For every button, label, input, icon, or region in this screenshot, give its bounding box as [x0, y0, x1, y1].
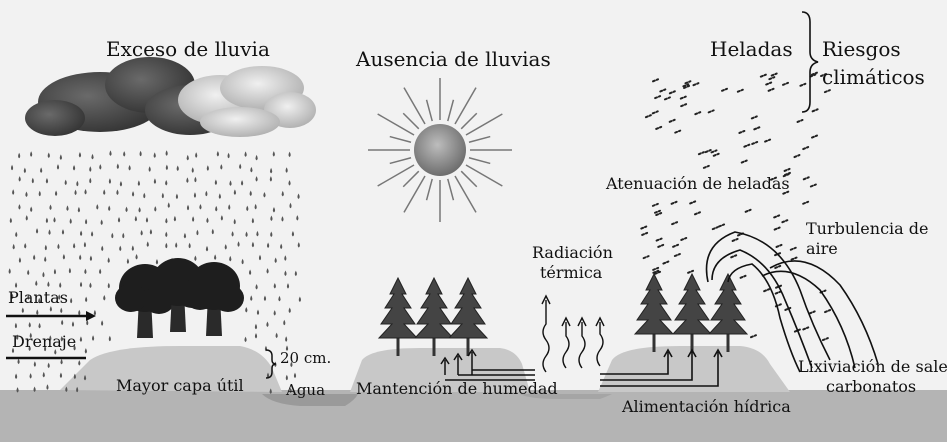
mound-left [60, 346, 282, 392]
water-pool-center [520, 394, 612, 399]
cloud-icon [25, 57, 316, 137]
depth-label: 20 cm. [280, 349, 332, 367]
pine-icon [671, 272, 713, 354]
mound-center [350, 348, 530, 392]
leaching-label-1: Lixiviación de sales [798, 357, 947, 376]
climate-risks-label-2: climáticos [822, 65, 925, 89]
drainage-label: Drenaje [12, 332, 77, 351]
leaching-label-2: carbonatos [826, 377, 917, 396]
moisture-arrows [440, 348, 535, 381]
radiation-arrows [541, 294, 605, 373]
depth-brace [265, 349, 277, 379]
pine-icon [413, 276, 455, 358]
turbulence-label-1: Turbulencia de [806, 219, 929, 238]
frost-attenuation-label: Atenuación de heladas [606, 174, 790, 193]
excess-rain-title: Exceso de lluvia [106, 37, 270, 61]
pine-icon [377, 276, 419, 358]
water-label: Agua [286, 381, 326, 399]
useful-layer-label: Mayor capa útil [116, 376, 244, 395]
radiation-label-2: térmica [540, 263, 603, 282]
climate-risks-brace [801, 11, 819, 113]
plants-label: Plantas [8, 288, 68, 307]
turbulence-curves [705, 231, 879, 373]
pine-icon [707, 272, 749, 354]
turbulence-label-2: aire [806, 239, 838, 258]
frost-title: Heladas [710, 37, 793, 61]
pine-icon [633, 272, 675, 354]
no-rain-title: Ausencia de lluvias [356, 47, 551, 71]
climate-risks-label-1: Riesgos [822, 37, 901, 61]
tree-icon [184, 262, 244, 336]
rain-drops [8, 150, 301, 394]
water-pool [262, 394, 358, 406]
pine-icon [447, 276, 489, 358]
ground [0, 390, 947, 442]
water-supply-arrows [600, 348, 723, 387]
radiation-label-1: Radiación [532, 243, 613, 262]
frost-particles [640, 71, 832, 342]
water-supply-label: Alimentación hídrica [622, 397, 791, 416]
sun-icon [368, 78, 512, 222]
moisture-label: Mantención de humedad [356, 379, 558, 398]
